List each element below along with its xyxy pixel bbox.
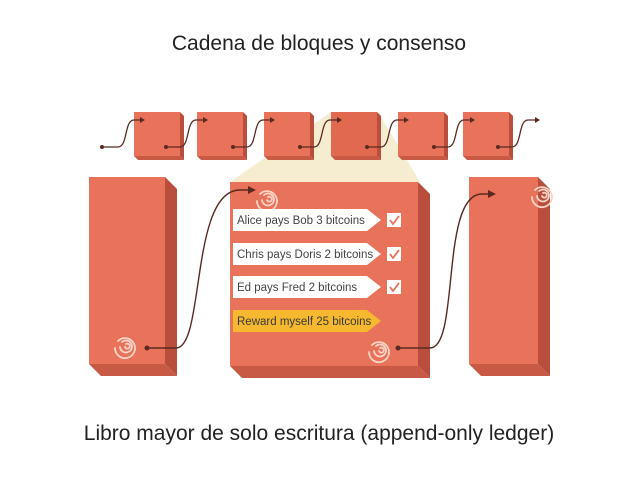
checkbox xyxy=(387,247,401,261)
reward-row: Reward myself 25 bitcoins xyxy=(233,310,381,332)
transaction-label: Ed pays Fred 2 bitcoins xyxy=(237,282,357,294)
diagram-caption: Libro mayor de solo escritura (append-on… xyxy=(0,422,638,446)
block-link-start xyxy=(145,346,150,351)
left-large-block xyxy=(89,177,177,376)
checkbox xyxy=(387,280,401,294)
reward-label: Reward myself 25 bitcoins xyxy=(237,316,371,328)
block-link-start xyxy=(396,346,401,351)
transaction-label: Chris pays Doris 2 bitcoins xyxy=(237,249,373,261)
checkbox xyxy=(387,213,401,227)
transaction-label: Alice pays Bob 3 bitcoins xyxy=(237,215,365,227)
